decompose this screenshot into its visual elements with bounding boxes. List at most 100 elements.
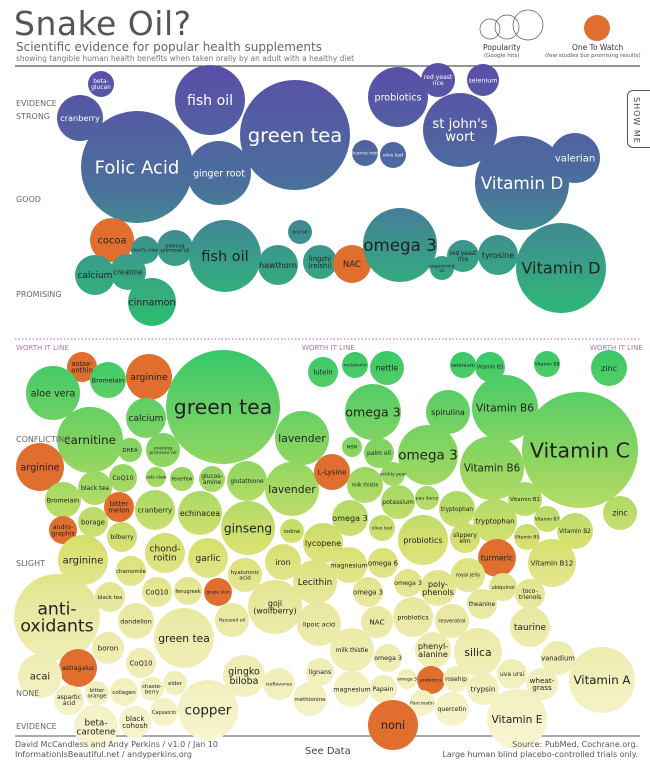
- bubble-spirulina[interactable]: [426, 390, 470, 434]
- bubble-peppermint-oil[interactable]: [430, 256, 454, 280]
- bubble-capsaicin[interactable]: [150, 698, 178, 726]
- bubble-wheat-grass[interactable]: [526, 668, 558, 700]
- bubble-lingzhi-reishi[interactable]: [303, 245, 337, 279]
- bubble-dandelion[interactable]: [118, 603, 154, 639]
- bubble-coq10[interactable]: [109, 464, 137, 492]
- bubble-black-tea[interactable]: [95, 582, 125, 612]
- bubble-poly-phenols[interactable]: [420, 570, 456, 606]
- bubble-cinnamon[interactable]: [128, 278, 176, 326]
- bubble-red-yeast-rice[interactable]: [421, 63, 455, 97]
- bubble-vitamin-b2[interactable]: [557, 513, 593, 549]
- bubble-vitamin-b5[interactable]: [514, 524, 540, 550]
- bubble-aloe-vera[interactable]: [26, 366, 80, 420]
- bubble-hyaluronic-acid[interactable]: [228, 558, 262, 592]
- bubble-slippery-elm[interactable]: [450, 523, 480, 553]
- bubble-bitter-melon[interactable]: [104, 492, 134, 522]
- bubble-vanadium[interactable]: [541, 641, 575, 675]
- bubble-copper[interactable]: [178, 680, 238, 740]
- bubble-nac[interactable]: [361, 606, 393, 638]
- bubble-potassium[interactable]: [381, 485, 415, 519]
- bubble-omega-6[interactable]: [368, 548, 398, 578]
- bubble-arginine[interactable]: [126, 354, 172, 400]
- bubble-tryptophan[interactable]: [439, 491, 475, 527]
- bubble-omega-3[interactable]: [374, 644, 402, 672]
- bubble-omega-3[interactable]: [332, 500, 368, 536]
- bubble-coq10[interactable]: [126, 648, 156, 678]
- bubble-red-yeast-rice[interactable]: [447, 240, 479, 272]
- bubble-vitamin-e[interactable]: [487, 689, 547, 749]
- bubble-bilberry[interactable]: [107, 522, 137, 552]
- bubble-gingko-biloba[interactable]: [223, 655, 265, 697]
- bubble-astragalus[interactable]: [59, 649, 97, 687]
- bubble-iron[interactable]: [265, 544, 301, 580]
- bubble-pau-darco[interactable]: [415, 486, 439, 510]
- bubble-boron[interactable]: [92, 632, 124, 664]
- bubble-vitamin-b7[interactable]: [534, 506, 560, 532]
- bubble-borage[interactable]: [78, 507, 108, 537]
- bubble-ginger-root[interactable]: [187, 141, 251, 205]
- bubble-prickly-pear[interactable]: [381, 462, 405, 486]
- bubble-coq10[interactable]: [142, 577, 172, 607]
- bubble-zinc[interactable]: [591, 350, 627, 386]
- bubble-elder[interactable]: [163, 671, 187, 695]
- bubble-goji-wolfberry[interactable]: [248, 580, 302, 634]
- bubble-omega-3[interactable]: [363, 208, 437, 282]
- bubble-taurine[interactable]: [510, 607, 550, 647]
- bubble-quercetin[interactable]: [435, 692, 469, 726]
- bubble-omega-3[interactable]: [398, 425, 458, 485]
- bubble-magnesium[interactable]: [334, 671, 370, 707]
- bubble-cocoa[interactable]: [90, 218, 134, 262]
- bubble-olive-leaf[interactable]: [369, 515, 395, 541]
- bubble-st-john-s-wort[interactable]: [423, 93, 497, 167]
- bubble-vitamin-b3[interactable]: [475, 352, 505, 382]
- bubble-nac[interactable]: [333, 245, 371, 283]
- bubble-grape-skin[interactable]: [204, 578, 232, 606]
- bubble-evening-primrose-oil[interactable]: [146, 433, 180, 467]
- bubble-green-tea[interactable]: [240, 80, 350, 190]
- bubble-pancreatin[interactable]: [409, 690, 435, 716]
- bubble-lignans[interactable]: [306, 658, 334, 686]
- bubble-milk-thistle[interactable]: [330, 628, 374, 672]
- bubble-phenyl-alanine[interactable]: [415, 632, 451, 668]
- bubble-calcium[interactable]: [126, 398, 166, 438]
- bubble-iodine[interactable]: [280, 519, 304, 543]
- bubble-trypsin[interactable]: [467, 673, 499, 705]
- bubble-echinacea[interactable]: [178, 491, 222, 535]
- bubble-green-tea[interactable]: [166, 350, 280, 464]
- bubble-creatine[interactable]: [110, 254, 146, 290]
- bubble-cats-claw[interactable]: [146, 467, 166, 487]
- bubble-probiotics[interactable]: [368, 67, 428, 127]
- bubble-zinc[interactable]: [603, 496, 637, 530]
- show-me-tab[interactable]: SHOW ME: [627, 90, 650, 148]
- bubble-ginseng[interactable]: [221, 501, 275, 555]
- bubble-arginine[interactable]: [58, 535, 108, 585]
- bubble-probiotics[interactable]: [417, 666, 445, 694]
- bubble-cranberry[interactable]: [57, 95, 103, 141]
- bubble-flaxseed-oil[interactable]: [215, 603, 249, 637]
- bubble-ubiquinol[interactable]: [489, 573, 517, 601]
- bubble-vitamin-c[interactable]: [522, 392, 638, 508]
- bubble-rosehip[interactable]: [443, 666, 469, 692]
- bubble-milk-thistle[interactable]: [347, 467, 383, 503]
- bubble-hawthorn[interactable]: [258, 245, 298, 285]
- bubble-uva-ursi[interactable]: [497, 659, 527, 689]
- bubble-vitamin-a[interactable]: [569, 647, 635, 713]
- bubble-bromelain[interactable]: [45, 482, 81, 518]
- bubble-astax-anthin[interactable]: [67, 352, 97, 382]
- bubble-beta-glucan[interactable]: [88, 71, 114, 97]
- bubble-methionine[interactable]: [293, 682, 327, 716]
- bubble-vitamin-b8[interactable]: [534, 351, 560, 377]
- bubble-green-tea[interactable]: [154, 608, 214, 668]
- bubble-fish-oil[interactable]: [175, 65, 245, 135]
- bubble-tryptophan[interactable]: [473, 499, 517, 543]
- bubble-vitamin-b6[interactable]: [472, 375, 538, 441]
- bubble-omega-3[interactable]: [397, 669, 417, 689]
- bubble-probiotics[interactable]: [393, 597, 433, 637]
- bubble-vitamin-b6[interactable]: [460, 436, 524, 500]
- bubble-noni[interactable]: [368, 700, 418, 750]
- bubble-selenium[interactable]: [450, 352, 476, 378]
- bubble-bromelain[interactable]: [90, 362, 126, 398]
- see-data-link[interactable]: See Data: [305, 746, 351, 757]
- bubble-chaste-berry[interactable]: [140, 677, 164, 701]
- bubble-turmeric[interactable]: [478, 539, 516, 577]
